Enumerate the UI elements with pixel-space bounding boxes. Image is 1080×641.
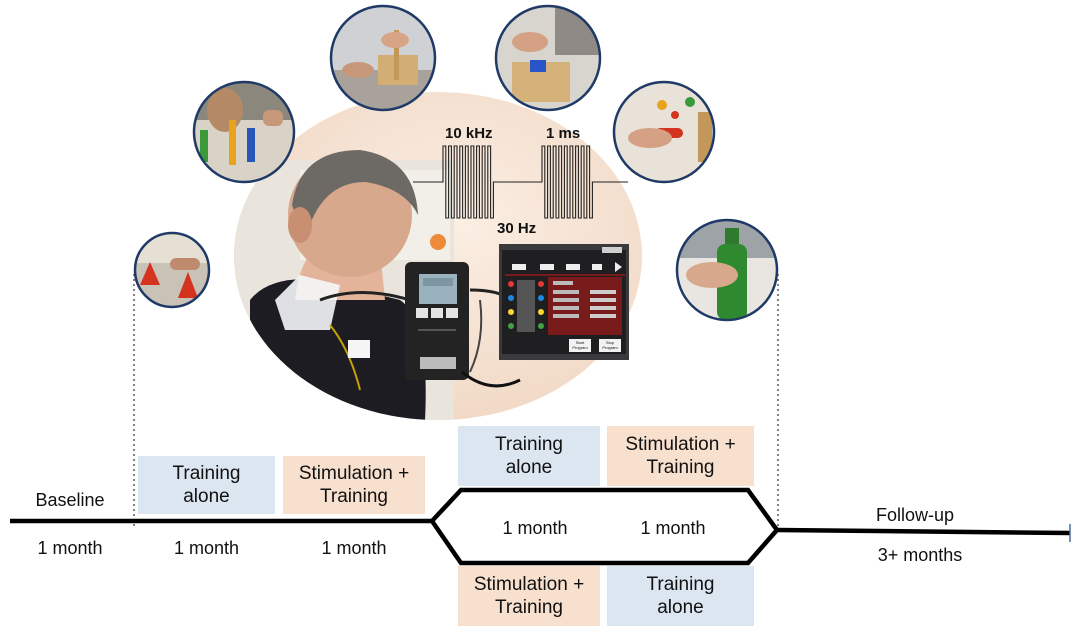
carrier-frequency-label: 10 kHz	[445, 125, 493, 142]
baseline-label: Baseline	[35, 490, 105, 510]
followup-label: Follow-up	[875, 505, 955, 525]
photo-bottle	[675, 218, 779, 322]
baseline-duration: 1 month	[37, 538, 103, 558]
crossover-upper-stimulation-training-box: Stimulation + Training	[607, 426, 754, 486]
stimulation-training-box: Stimulation + Training	[283, 456, 425, 514]
phase1-duration: 1 month	[173, 538, 240, 558]
stimulation-waveform	[413, 145, 628, 219]
photo-block-box	[494, 4, 602, 112]
phase2-duration: 1 month	[321, 538, 387, 558]
control-tablet-icon	[499, 244, 629, 360]
photo-cups	[133, 231, 211, 309]
tablet-start-button-label: Start Program	[572, 340, 588, 350]
crossover-right-duration: 1 month	[640, 518, 706, 538]
crossover-left-duration: 1 month	[502, 518, 568, 538]
crossover-lower-stimulation-training-box: Stimulation + Training	[458, 566, 600, 626]
photo-peg-board	[329, 4, 437, 112]
crossover-lower-training-alone-box: Training alone	[607, 566, 754, 626]
stimulator-device-icon	[405, 262, 469, 380]
tablet-stop-button-label: Stop Program	[602, 340, 618, 350]
followup-duration: 3+ months	[877, 545, 963, 565]
training-alone-box: Training alone	[138, 456, 275, 514]
photo-pegs	[192, 80, 296, 184]
photo-small-objects	[612, 80, 716, 184]
crossover-upper-training-alone-box: Training alone	[458, 426, 600, 486]
timeline-right	[776, 527, 1071, 536]
burst-rate-label: 30 Hz	[497, 220, 536, 237]
burst-width-label: 1 ms	[546, 125, 580, 142]
